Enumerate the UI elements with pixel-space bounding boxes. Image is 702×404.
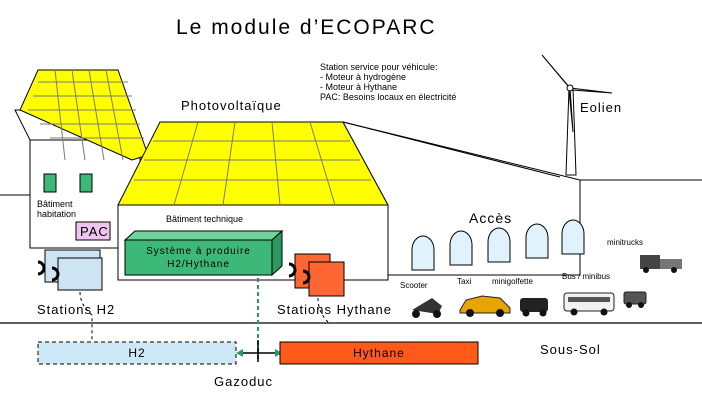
label-h2-storage: H2 — [128, 346, 146, 360]
hythane-storage — [279, 341, 479, 365]
vehicle-taxi — [459, 295, 511, 317]
station-hythane-units — [288, 253, 345, 297]
label-pac: PAC — [80, 224, 109, 239]
vehicle-scooter — [412, 298, 442, 318]
house-window-left — [43, 173, 57, 193]
pipe-connections — [79, 278, 329, 362]
station-note-line1: Station service pour véhicule: — [320, 62, 438, 72]
access-arches — [411, 219, 585, 271]
label-scooter: Scooter — [400, 281, 428, 290]
vehicle-minigolfette — [520, 298, 548, 317]
access-annex — [342, 121, 581, 276]
station-note-line2: - Moteur à hydrogène — [320, 72, 407, 82]
label-eolien: Eolien — [580, 100, 623, 115]
vehicle-minitruck — [640, 255, 682, 273]
wind-turbine — [541, 54, 613, 176]
label-stations-h2: Stations H2 — [37, 302, 116, 317]
main-roof-panels — [117, 121, 389, 206]
roof-panel-grid — [134, 121, 371, 206]
pac-box — [75, 221, 111, 241]
label-systeme-line1: Système à produire — [146, 246, 251, 257]
vehicle-minibus — [623, 291, 647, 308]
house-window-right — [79, 173, 93, 193]
station-note-line3: - Moteur à Hythane — [320, 82, 398, 92]
label-gazoduc: Gazoduc — [214, 374, 274, 389]
arch-4 — [525, 223, 549, 259]
label-bus-minibus: Bus / minibus — [562, 272, 611, 281]
arch-3 — [487, 227, 511, 263]
production-system-block — [123, 229, 284, 277]
label-batiment-habitation-1: Bâtiment — [37, 199, 73, 209]
label-minitrucks: minitrucks — [607, 238, 644, 247]
arrow-to-h2 — [236, 349, 243, 357]
h2-storage — [37, 341, 237, 365]
label-batiment-habitation-2: habitation — [37, 209, 77, 219]
arch-1 — [411, 235, 435, 271]
station-note-line4: PAC: Besoins locaux en électricité — [320, 92, 457, 102]
annex-roof-line — [342, 121, 561, 178]
label-minigolfette: minigolfette — [492, 277, 533, 286]
house-panel-grid — [28, 69, 144, 161]
house-batiment-habitation — [14, 69, 149, 249]
label-systeme-line2: H2/Hythane — [167, 259, 230, 270]
label-stations-hythane: Stations Hythane — [277, 302, 393, 317]
label-photovoltaique: Photovoltaïque — [181, 98, 282, 113]
station-h2-units — [37, 249, 103, 291]
arch-2 — [449, 230, 473, 266]
label-acces: Accès — [469, 210, 513, 226]
vehicle-bus — [563, 292, 615, 316]
label-sous-sol: Sous-Sol — [540, 342, 601, 357]
diagram-title: Le module d’ECOPARC — [176, 16, 437, 39]
label-hythane-storage: Hythane — [353, 346, 405, 360]
label-taxi: Taxi — [457, 277, 472, 286]
station-note: Station service pour véhicule: - Moteur … — [320, 62, 456, 102]
arrow-to-hythane — [275, 349, 282, 357]
label-batiment-technique: Bâtiment technique — [166, 214, 244, 224]
arch-5 — [561, 219, 585, 255]
